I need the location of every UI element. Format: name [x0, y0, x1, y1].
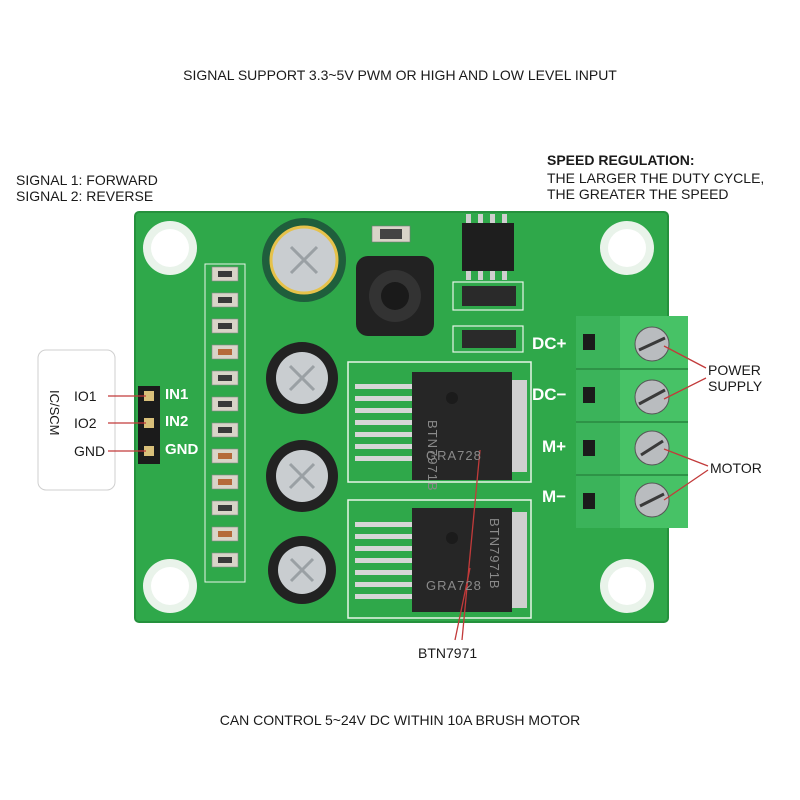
resistor-column — [204, 263, 246, 583]
btn7971-chip-2 — [355, 508, 527, 612]
terminal-block — [576, 316, 688, 528]
pin-in2-label: IN2 — [165, 413, 189, 430]
terminal-dc-plus-label: DC+ — [532, 334, 567, 353]
controller-box — [37, 349, 116, 491]
speed-regulation-title: SPEED REGULATION: — [547, 152, 695, 168]
pin-gnd-label: GND — [165, 441, 199, 458]
chip-2-marking-a: BTN7971B — [487, 518, 502, 590]
signal-1-note: SIGNAL 1: FORWARD — [16, 172, 158, 188]
terminal-m-plus-label: M+ — [542, 437, 567, 456]
terminal-m-minus-label: M− — [542, 487, 567, 506]
callout-power-line-1: POWER — [708, 362, 761, 378]
ic-small — [462, 223, 514, 271]
io1-label: IO1 — [74, 388, 97, 404]
capacitor-large — [262, 218, 346, 302]
terminal-dc-minus-label: DC− — [532, 385, 567, 404]
chip-2-marking-b: GRA728 — [426, 578, 482, 593]
io2-label: IO2 — [74, 415, 97, 431]
callout-chip: BTN7971 — [418, 645, 478, 661]
signal-support-caption: SIGNAL SUPPORT 3.3~5V PWM OR HIGH AND LO… — [183, 67, 617, 83]
capacitors-small — [266, 342, 338, 604]
pcb-board — [135, 212, 668, 622]
callout-power-line-2: SUPPLY — [708, 378, 763, 394]
pin-header — [138, 386, 160, 464]
chip-1-marking-b: GRA728 — [426, 448, 482, 463]
capability-caption: CAN CONTROL 5~24V DC WITHIN 10A BRUSH MO… — [219, 712, 581, 728]
gnd-label: GND — [74, 443, 106, 459]
speed-regulation-line-2: THE GREATER THE SPEED — [547, 186, 729, 202]
callout-motor: MOTOR — [710, 460, 762, 476]
speed-regulation-line-1: THE LARGER THE DUTY CYCLE, — [547, 170, 765, 186]
callout-lines — [454, 345, 709, 641]
controller-label: IC/SCM — [47, 390, 62, 436]
pin-in1-label: IN1 — [165, 386, 189, 403]
signal-2-note: SIGNAL 2: REVERSE — [16, 188, 154, 204]
io-wires — [108, 395, 146, 452]
inductor — [356, 256, 434, 336]
btn7971-chip-1 — [355, 372, 527, 480]
mounting-holes — [143, 221, 654, 613]
